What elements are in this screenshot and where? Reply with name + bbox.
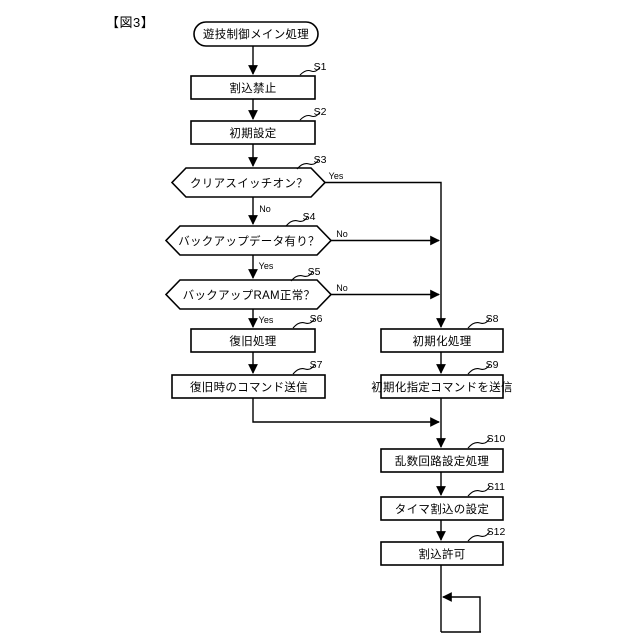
step-tag-s4: S4 xyxy=(302,211,316,223)
node-s1-shape xyxy=(190,75,316,100)
branch-label-s3-no: No xyxy=(259,204,271,214)
node-s8-shape xyxy=(380,328,504,353)
step-tag-s12: S12 xyxy=(486,526,506,538)
step-tag-s2: S2 xyxy=(313,106,327,118)
connector-s3-yes-s8 xyxy=(325,181,446,328)
leader-s3 xyxy=(296,158,320,170)
branch-label-s5-yes: Yes xyxy=(258,315,274,325)
branch-label-s3-yes: Yes xyxy=(328,171,344,181)
node-s12-shape xyxy=(380,541,504,566)
node-s11-shape xyxy=(380,496,504,521)
leader-s11 xyxy=(467,485,491,497)
leader-s10 xyxy=(467,437,491,449)
branch-label-s5-no: No xyxy=(336,283,348,293)
node-s4-shape xyxy=(164,225,333,256)
step-tag-s3: S3 xyxy=(313,154,327,166)
node-start-shape xyxy=(193,21,319,47)
step-tag-s1: S1 xyxy=(313,61,327,73)
step-tag-s6: S6 xyxy=(309,313,323,325)
step-tag-s7: S7 xyxy=(309,359,323,371)
leader-s12 xyxy=(467,530,491,542)
leader-s5 xyxy=(290,270,314,282)
leader-s4 xyxy=(285,215,309,227)
connector-s7-merge xyxy=(252,398,440,427)
node-s2-shape xyxy=(190,120,316,145)
leader-s6 xyxy=(292,317,316,329)
step-tag-s10: S10 xyxy=(486,433,506,445)
step-tag-s5: S5 xyxy=(307,266,321,278)
node-s5-shape xyxy=(164,279,333,310)
step-tag-s8: S8 xyxy=(485,313,499,325)
branch-label-s4-no: No xyxy=(336,229,348,239)
node-s9-shape xyxy=(380,374,504,399)
leader-s9 xyxy=(467,363,491,375)
leader-s7 xyxy=(292,363,316,375)
node-s6-shape xyxy=(190,328,316,353)
node-s7-shape xyxy=(171,374,326,399)
leader-s1 xyxy=(299,66,321,76)
loop-back-path xyxy=(442,592,481,632)
leader-s2 xyxy=(299,111,321,121)
leader-s8 xyxy=(467,317,491,329)
node-s3-shape xyxy=(170,167,327,198)
step-tag-s9: S9 xyxy=(485,359,499,371)
step-tag-s11: S11 xyxy=(487,481,505,493)
figure-label: 【図3】 xyxy=(106,15,155,30)
branch-label-s4-yes: Yes xyxy=(258,261,274,271)
node-s10-shape xyxy=(380,448,504,473)
